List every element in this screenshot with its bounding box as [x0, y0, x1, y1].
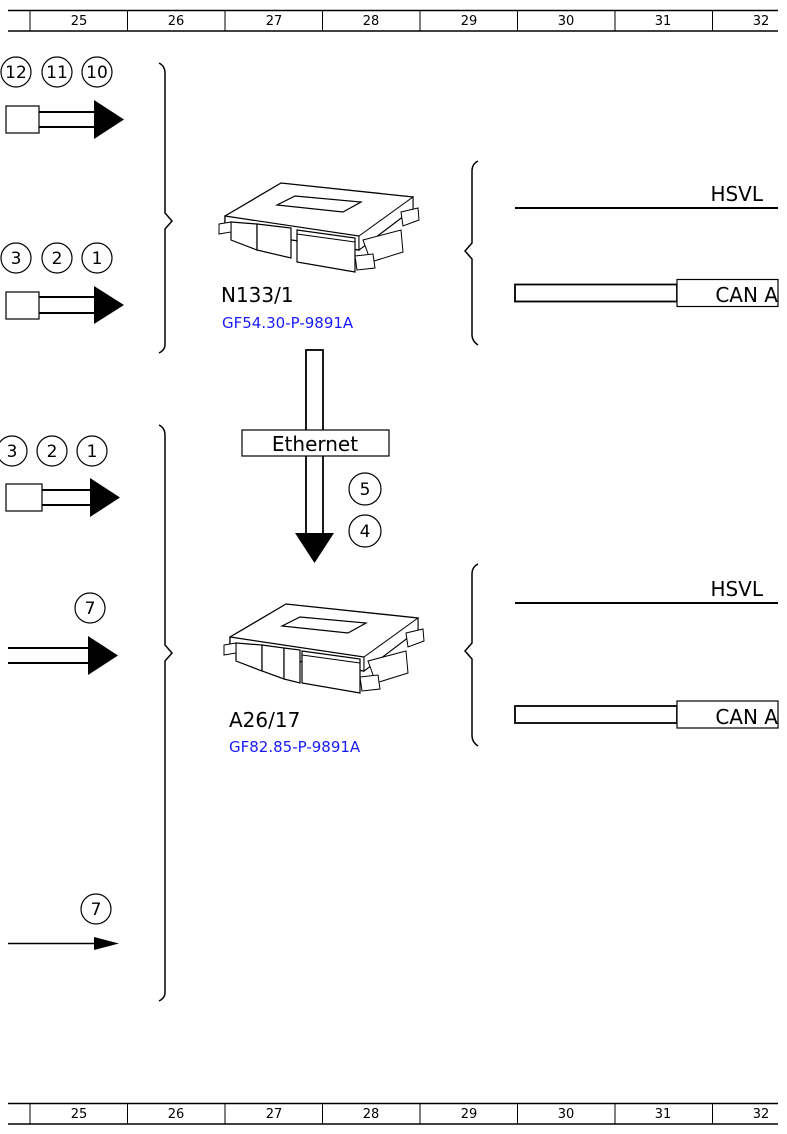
arrow-head: [90, 478, 120, 517]
ruler-col-27: 27: [266, 14, 283, 29]
callout-circle: [41, 56, 73, 88]
callout-number: 1: [92, 249, 103, 269]
callout-number: 2: [47, 442, 58, 462]
module1-right-brace: [464, 160, 479, 346]
bus-label: CAN A: [715, 705, 778, 729]
bottom-ruler: 25 26 27 28 29 30 31 32: [8, 1102, 778, 1125]
arrow-head: [94, 100, 124, 139]
callout-circle: [81, 242, 113, 274]
module2-input-top: 3 2 1: [0, 435, 120, 517]
ruler-col-31: 31: [655, 14, 672, 29]
callout-circle: [0, 242, 32, 274]
module1-unit-icon: [218, 182, 420, 273]
module1-bus-hsvl: HSVL: [515, 182, 778, 209]
callout-number: 3: [7, 442, 18, 462]
module1-doc-link[interactable]: GF54.30-P-9891A: [222, 314, 354, 332]
arrow-head: [94, 286, 124, 324]
module1-left-brace: [158, 62, 173, 354]
callout-circle: [0, 56, 32, 88]
callout-circle: [348, 472, 382, 506]
ethernet-label: Ethernet: [272, 432, 358, 456]
ruler-col-29: 29: [461, 1107, 478, 1122]
module1-id: N133/1: [221, 283, 294, 307]
callout-number: 4: [360, 522, 371, 542]
ruler-col-26: 26: [168, 14, 185, 29]
module2-right-brace: [464, 563, 479, 747]
ruler-col-25: 25: [71, 1107, 88, 1122]
ethernet-label-box: [241, 429, 390, 457]
callout-number: 2: [52, 249, 63, 269]
bus-label: CAN A: [715, 283, 778, 307]
top-ruler: 25 26 27 28 29 30 31 32: [8, 9, 778, 32]
module2-input-bottom: 7: [8, 893, 119, 950]
callout-circle: [348, 514, 382, 548]
callout-number: 11: [46, 63, 68, 83]
ruler-col-28: 28: [363, 1107, 380, 1122]
ruler-col-26: 26: [168, 1107, 185, 1122]
module2-id: A26/17: [229, 708, 300, 732]
callout-number: 12: [5, 63, 27, 83]
ruler-col-29: 29: [461, 14, 478, 29]
callout-number: 10: [86, 63, 108, 83]
callout-circle: [74, 592, 106, 624]
callout-circle: [0, 435, 28, 467]
callout-number: 7: [85, 599, 96, 619]
callout-circle: [80, 893, 112, 925]
callout-circle: [41, 242, 73, 274]
callout-number: 7: [91, 900, 102, 920]
module2-bus-hsvl: HSVL: [515, 577, 778, 604]
arrow-head: [94, 937, 119, 950]
arrow-head: [88, 636, 118, 675]
callout-number: 3: [11, 249, 22, 269]
arrow-head: [295, 533, 334, 563]
ruler-col-25: 25: [71, 14, 88, 29]
module1-input-top: 12 11 10: [0, 56, 124, 139]
bus-label: HSVL: [710, 182, 763, 206]
module2-unit-icon: [223, 603, 425, 694]
ruler-col-32: 32: [753, 1107, 770, 1122]
module2-bus-can-a: CAN A: [514, 700, 779, 729]
ruler-col-30: 30: [558, 14, 575, 29]
callout-number: 1: [87, 442, 98, 462]
ruler-col-28: 28: [363, 14, 380, 29]
ruler-col-30: 30: [558, 1107, 575, 1122]
module1-input-bottom: 3 2 1: [0, 242, 124, 324]
callout-circle: [76, 435, 108, 467]
callout-circle: [81, 56, 113, 88]
ruler-col-27: 27: [266, 1107, 283, 1122]
module2-left-brace: [158, 424, 173, 1002]
callout-number: 5: [360, 480, 371, 500]
module1-bus-can-a: CAN A: [514, 278, 779, 308]
ethernet-connection: Ethernet 5 4: [241, 349, 390, 563]
ruler-col-32: 32: [753, 14, 770, 29]
bus-label: HSVL: [710, 577, 763, 601]
ruler-col-31: 31: [655, 1107, 672, 1122]
module2-input-middle: 7: [8, 592, 118, 675]
callout-circle: [36, 435, 68, 467]
module2-doc-link[interactable]: GF82.85-P-9891A: [229, 738, 361, 756]
